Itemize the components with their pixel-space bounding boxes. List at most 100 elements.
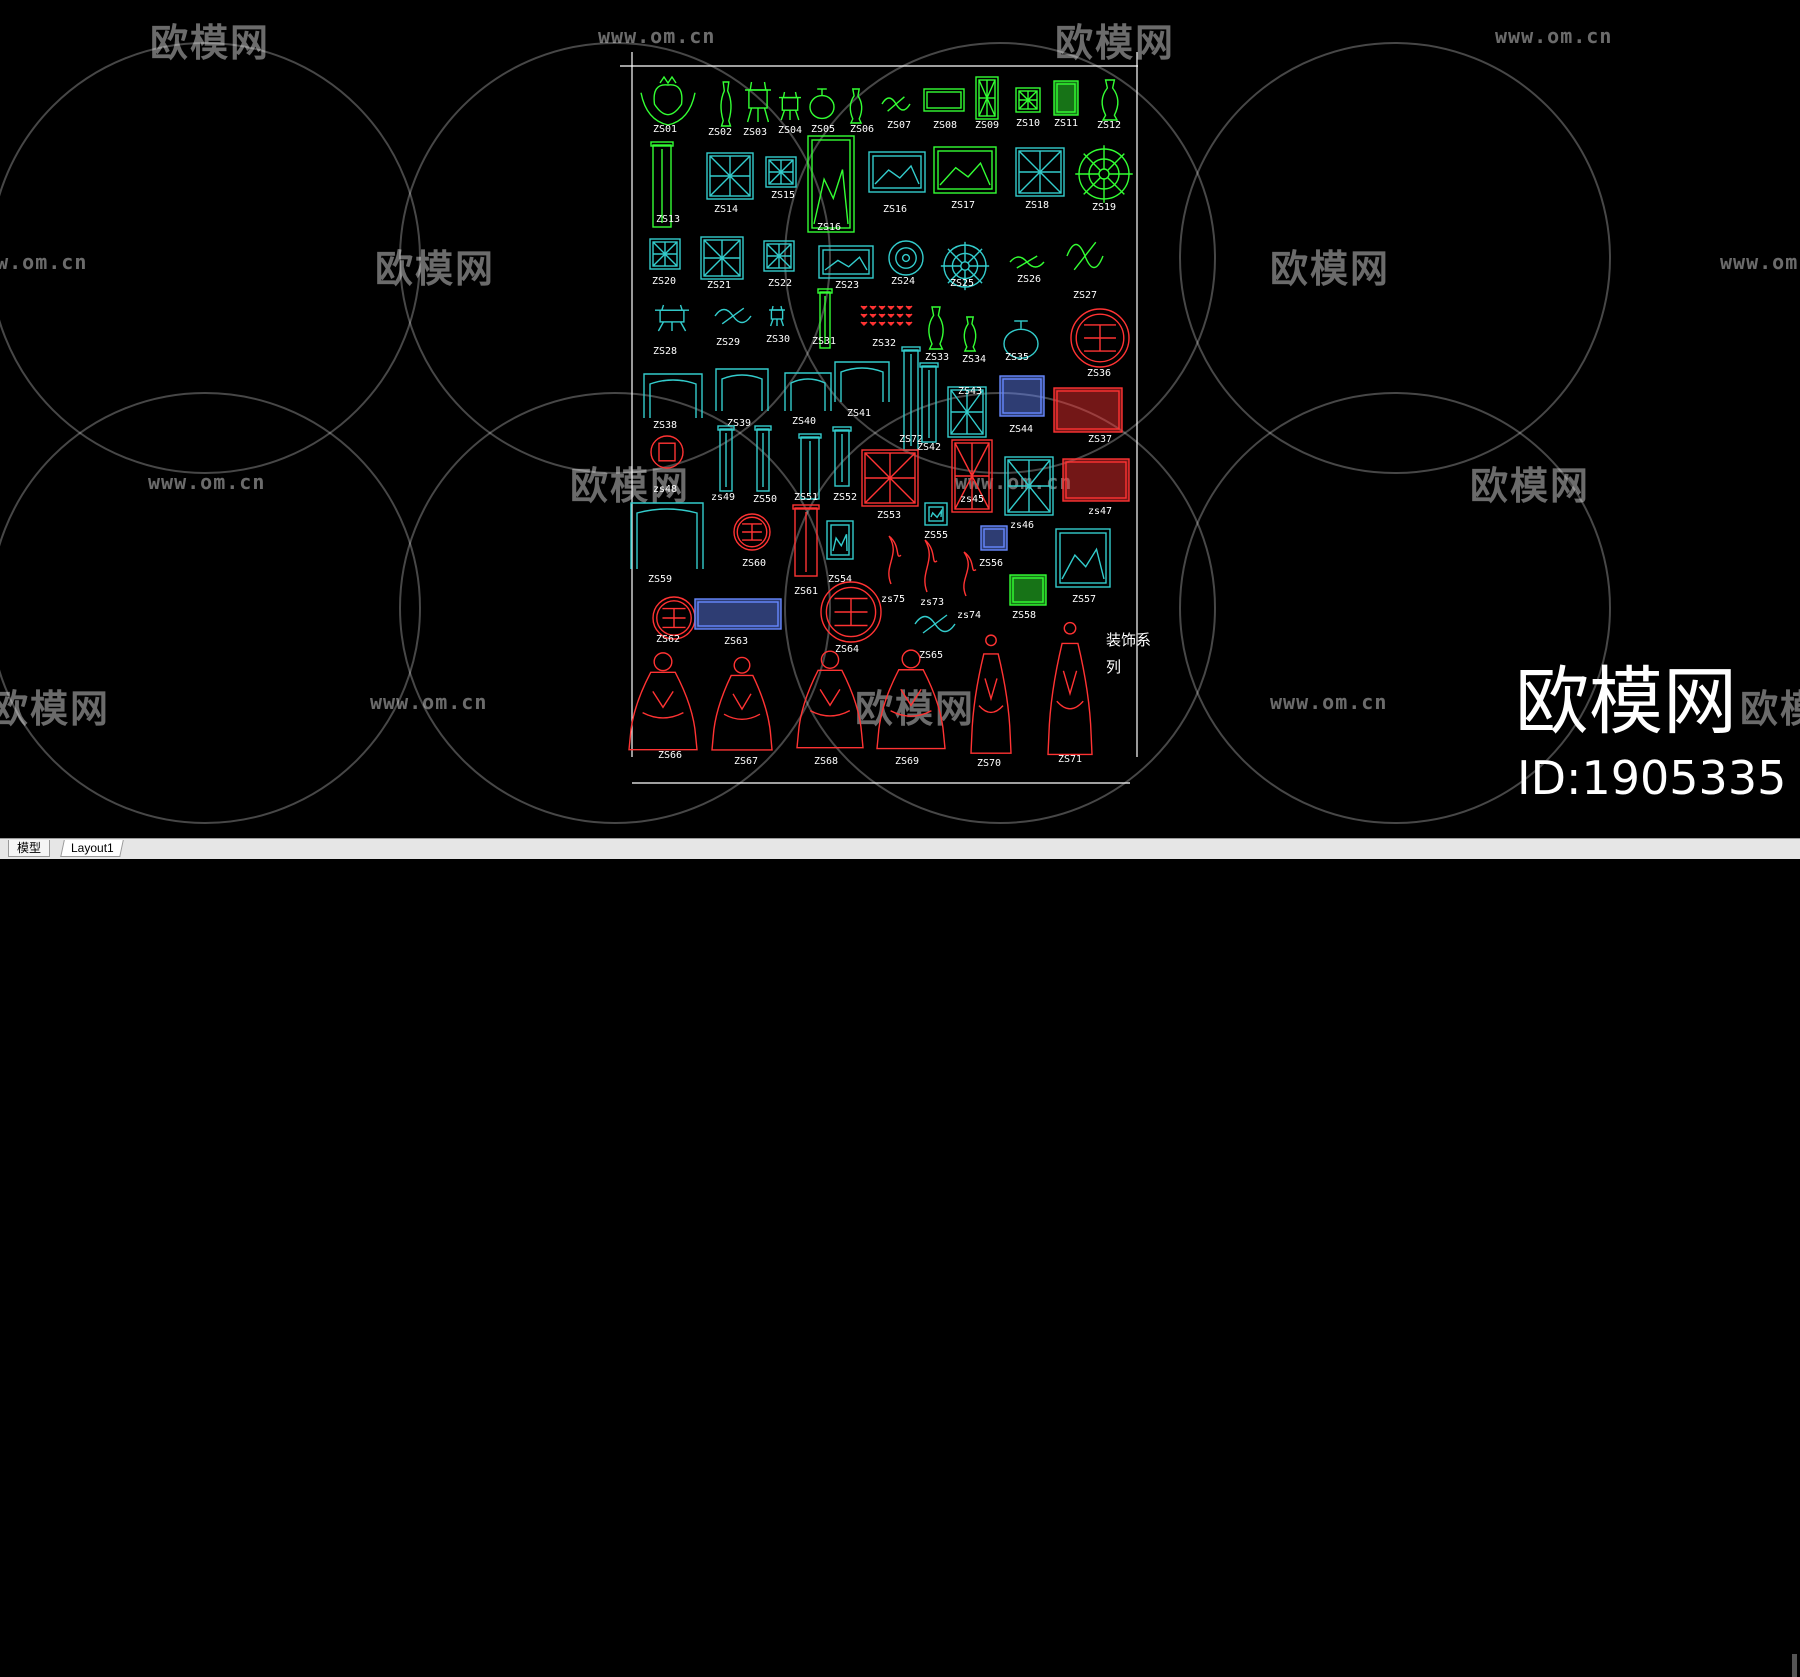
symbol-label: ZS53 [877, 510, 901, 521]
symbol-label: ZS16 [817, 222, 841, 233]
symbol-label: ZS18 [1025, 200, 1049, 211]
symbol-label: ZS52 [833, 492, 857, 503]
symbol-label: ZS64 [835, 644, 859, 655]
watermark-brand: 欧模网 [570, 464, 691, 508]
symbol-glyph [640, 75, 696, 126]
symbol-glyph [970, 634, 1012, 754]
symbol-label: ZS06 [850, 124, 874, 135]
symbol-label: zs49 [711, 492, 735, 503]
symbol-glyph [826, 520, 854, 560]
symbol-label: ZS22 [768, 278, 792, 289]
symbol-glyph [649, 238, 681, 270]
symbol-label: ZS10 [1016, 118, 1040, 129]
symbol-glyph [1004, 456, 1054, 516]
symbol-glyph [1101, 79, 1119, 121]
symbol-label: ZS29 [716, 337, 740, 348]
symbol-glyph [652, 596, 696, 640]
symbol-glyph [720, 81, 732, 127]
model-id-watermark: ID:1905335 [1517, 751, 1787, 805]
symbol-glyph [1015, 147, 1065, 197]
symbol-glyph [745, 81, 771, 123]
scroll-handle[interactable] [1792, 1654, 1797, 1677]
symbol-glyph [924, 502, 948, 526]
symbol-glyph [820, 581, 882, 643]
tab-model[interactable]: 模型 [8, 840, 50, 857]
symbol-glyph [963, 316, 977, 352]
symbol-label: zs73 [920, 597, 944, 608]
symbol-glyph [975, 76, 999, 120]
watermark-brand: 欧模网 [1740, 687, 1800, 731]
symbol-glyph [881, 96, 911, 112]
symbol-label: ZS28 [653, 346, 677, 357]
symbol-glyph [796, 650, 864, 749]
tab-layout1-label: Layout1 [71, 841, 114, 855]
symbol-glyph [1062, 458, 1130, 502]
symbol-label: zs45 [960, 494, 984, 505]
tab-layout1[interactable]: Layout1 [60, 840, 124, 857]
watermark-url: www.om.cn [148, 470, 266, 494]
symbol-glyph [834, 361, 890, 402]
symbol-glyph [963, 551, 977, 597]
symbol-label: ZS14 [714, 204, 738, 215]
symbol-label: ZS51 [794, 492, 818, 503]
symbol-glyph [714, 307, 752, 325]
cad-viewport[interactable]: www.om.cnwww.om.cnwww.om.cnwww.om.cnwww.… [0, 0, 1800, 838]
symbol-label: ZS62 [656, 634, 680, 645]
symbol-label: ZS23 [835, 280, 859, 291]
symbol-glyph [694, 598, 782, 630]
symbol-glyph [779, 91, 801, 121]
symbol-label: ZS08 [933, 120, 957, 131]
symbol-glyph [717, 425, 735, 492]
symbol-label: ZS24 [891, 276, 915, 287]
symbol-label: ZS30 [766, 334, 790, 345]
symbol-label: ZS37 [1088, 434, 1112, 445]
symbol-glyph [628, 652, 698, 751]
symbol-glyph [1070, 308, 1130, 368]
symbol-label: ZS67 [734, 756, 758, 767]
symbol-glyph [888, 535, 902, 585]
symbol-label: ZS55 [924, 530, 948, 541]
symbol-label: ZS44 [1009, 424, 1033, 435]
symbol-glyph [1003, 320, 1039, 359]
watermark-brand: 欧模网 [1470, 464, 1591, 508]
drawing-title-line2: 列 [1106, 658, 1121, 676]
symbol-label: ZS35 [1005, 352, 1029, 363]
symbol-label: ZS31 [812, 336, 836, 347]
watermark-url: www.om.cn [370, 690, 488, 714]
symbol-glyph [1053, 80, 1079, 116]
symbol-glyph [933, 146, 997, 194]
symbol-label: ZS04 [778, 125, 802, 136]
symbol-glyph [784, 372, 832, 411]
symbol-glyph [711, 656, 773, 751]
symbol-label: ZS54 [828, 574, 852, 585]
symbol-label: ZS16 [883, 204, 907, 215]
symbol-label: ZS63 [724, 636, 748, 647]
symbol-label: ZS72 [899, 434, 923, 445]
symbol-glyph [947, 386, 987, 438]
symbol-label: ZS40 [792, 416, 816, 427]
watermark-brand: 欧模网 [1270, 247, 1391, 291]
symbol-glyph [924, 539, 938, 593]
symbol-glyph [923, 88, 965, 112]
symbol-label: ZS32 [872, 338, 896, 349]
symbol-label: ZS09 [975, 120, 999, 131]
watermark-url: www.om.cn [598, 24, 716, 48]
watermark-circle [399, 42, 831, 474]
symbol-glyph [700, 236, 744, 280]
watermark-circles [0, 42, 1611, 824]
symbol-label: ZS66 [658, 750, 682, 761]
symbol-glyph [1053, 387, 1123, 433]
brand-watermark-large: 欧模网 [1515, 659, 1737, 745]
symbol-label: ZS27 [1073, 290, 1097, 301]
symbol-label: ZS17 [951, 200, 975, 211]
symbol-label: ZS59 [648, 574, 672, 585]
watermark-circle [1179, 42, 1611, 474]
symbol-glyph [1009, 574, 1047, 606]
symbol-label: ZS60 [742, 558, 766, 569]
symbol-glyph [650, 435, 684, 469]
symbol-label: ZS36 [1087, 368, 1111, 379]
symbol-label: ZS26 [1017, 274, 1041, 285]
symbol-label: ZS70 [977, 758, 1001, 769]
symbol-glyph [940, 241, 990, 291]
watermark-url: www.om.cn [0, 250, 88, 274]
